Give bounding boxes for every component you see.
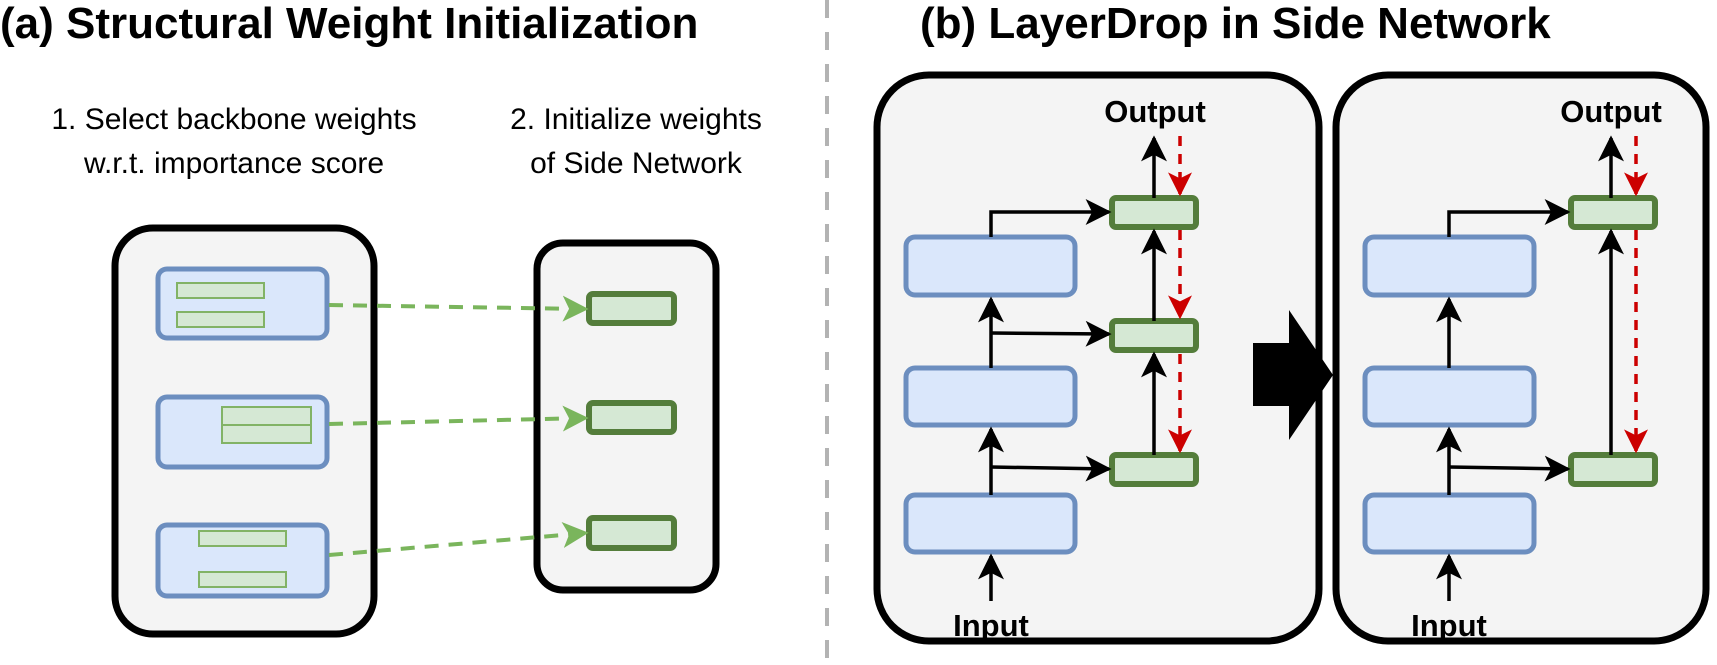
backbone-layer-1 — [1362, 492, 1537, 555]
step1-line1: 1. Select backbone weights — [51, 103, 416, 136]
selected-weight — [198, 571, 287, 588]
selected-weight — [221, 424, 312, 444]
lateral-arrow — [1448, 455, 1571, 482]
side-weight-1 — [586, 291, 677, 326]
step1-line2: w.r.t. importance score — [83, 147, 384, 180]
selected-weight — [198, 530, 287, 547]
selected-weight — [221, 406, 312, 426]
backbone-layer-1 — [903, 492, 1078, 555]
backbone-block-1 — [155, 266, 330, 341]
lateral-arrow — [989, 199, 1112, 237]
backbone-layer-3 — [903, 234, 1078, 298]
backbone-block-2 — [155, 394, 330, 470]
side-layer-1 — [1568, 452, 1658, 487]
output-label: Output — [1104, 94, 1206, 129]
input-label: Input — [1411, 608, 1487, 643]
transition-arrow — [1253, 310, 1333, 440]
side-layer-2 — [1109, 318, 1199, 353]
panel-a-title: (a) Structural Weight Initialization — [0, 0, 698, 48]
init-arrow-1 — [328, 295, 589, 322]
side-weight-2 — [586, 400, 677, 435]
step2-line1: 2. Initialize weights — [510, 103, 762, 136]
step2-line2: of Side Network — [530, 147, 743, 180]
init-arrow-2 — [328, 405, 589, 432]
step2-caption: 2. Initialize weights of Side Network — [510, 103, 762, 180]
input-label: Input — [953, 608, 1029, 643]
side-layer-3 — [1568, 195, 1658, 230]
side-layer-1 — [1109, 452, 1199, 487]
selected-weight — [176, 282, 265, 299]
lateral-arrow — [1447, 199, 1571, 237]
step1-caption: 1. Select backbone weights w.r.t. import… — [51, 103, 416, 180]
selected-weight — [176, 311, 265, 328]
backbone-layer-2 — [903, 365, 1078, 428]
backbone-layer-3 — [1362, 234, 1537, 298]
side-weight-3 — [586, 515, 677, 551]
panel-b-title: (b) LayerDrop in Side Network — [920, 0, 1551, 48]
backbone-layer-2 — [1362, 365, 1537, 428]
layerdrop-before: Output Input — [873, 71, 1323, 645]
init-arrow-3 — [328, 522, 589, 557]
backbone-block-3 — [155, 522, 330, 599]
output-label: Output — [1560, 94, 1662, 129]
layerdrop-after: Output Input — [1332, 71, 1710, 645]
lateral-arrow — [990, 455, 1112, 482]
lateral-arrow — [990, 320, 1112, 347]
side-layer-3 — [1109, 195, 1199, 230]
